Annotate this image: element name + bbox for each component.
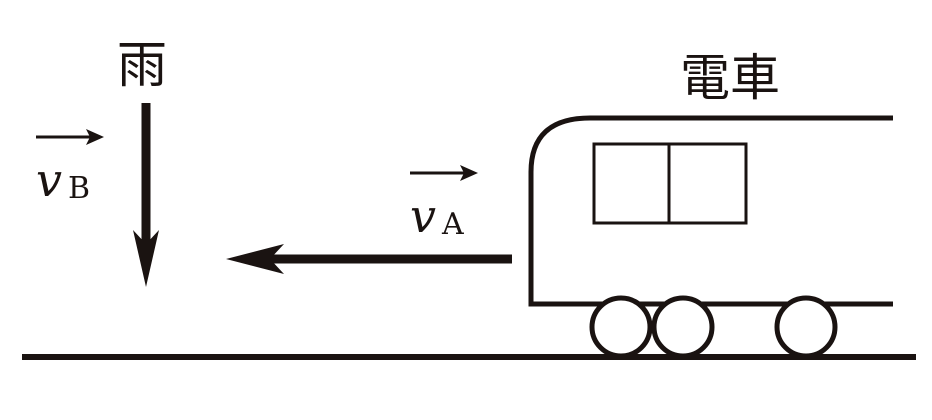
rain-velocity-arrow [133, 103, 159, 287]
wheel-1 [589, 295, 653, 359]
vA-symbol: v [410, 189, 436, 243]
rain-label: 雨 [117, 36, 167, 94]
train-window [592, 142, 748, 225]
wheel-2 [651, 295, 715, 359]
wheel-3 [774, 295, 838, 359]
train-velocity-arrow [226, 244, 512, 274]
vA-subscript: A [441, 207, 464, 242]
vB-subscript: B [68, 171, 90, 206]
vB-symbol: v [36, 153, 62, 207]
train-body [528, 115, 893, 307]
vB-label: v B [36, 129, 104, 207]
train-label: 電車 [680, 49, 780, 107]
vA-label: v A [410, 165, 478, 243]
